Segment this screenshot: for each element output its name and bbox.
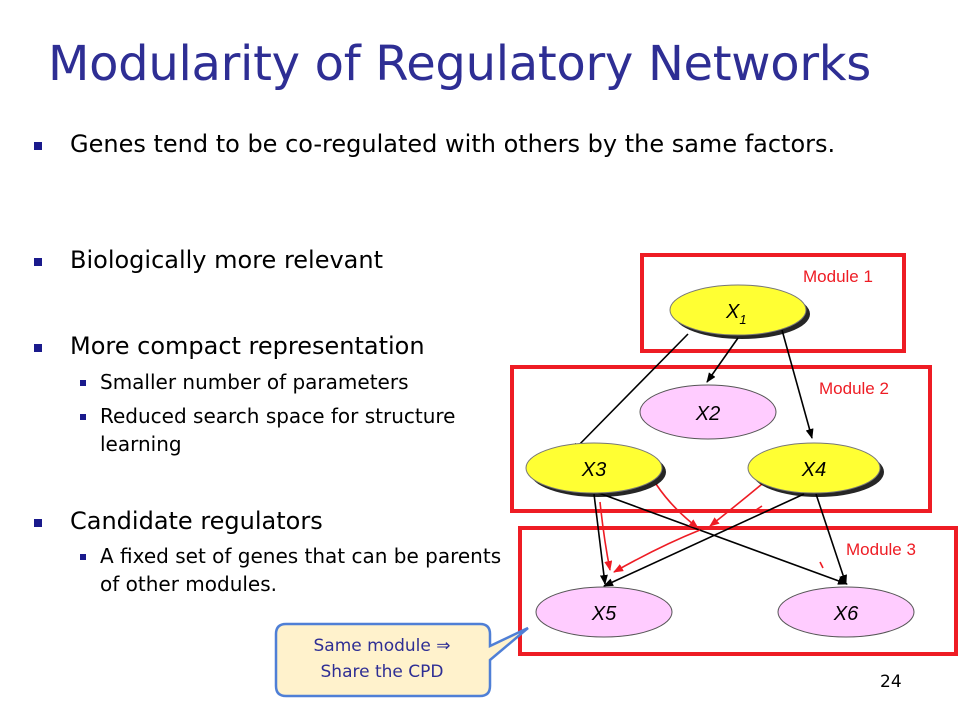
red-tick-1 [755, 505, 763, 511]
bullet-candidate-regulators: Candidate regulators [34, 505, 323, 538]
module-1-box [640, 253, 906, 353]
node-x6-label: X6 [833, 603, 859, 625]
bullet-biologically-relevant: Biologically more relevant [34, 244, 383, 277]
node-x4-label: X4 [801, 459, 826, 481]
node-x3-label: X3 [581, 459, 606, 481]
red-arrow-1 [655, 483, 699, 529]
node-x3 [525, 442, 663, 494]
node-x5-label: X5 [591, 603, 617, 625]
module-2-box [510, 365, 932, 513]
module-2-label: Module 2 [819, 379, 889, 398]
bullet-marker [34, 519, 42, 527]
edge-x1-x4 [781, 329, 814, 439]
bullet-marker [80, 414, 86, 420]
red-tick-2 [819, 561, 824, 569]
regulatory-edges [571, 329, 848, 587]
slide-title: Modularity of Regulatory Networks [48, 36, 871, 92]
node-x1-label: X1 [725, 301, 747, 327]
edge-x4-x6 [815, 493, 847, 585]
edge-x3-x6 [595, 491, 848, 585]
node-x1 [669, 284, 807, 336]
edge-x1-x3 [571, 333, 689, 453]
bullet-marker [80, 380, 86, 386]
bullet-marker [80, 554, 86, 560]
sub-bullet-parameters: Smaller number of parameters [80, 368, 510, 396]
edge-x4-x5 [603, 493, 805, 587]
node-x2-label: X2 [695, 403, 720, 425]
callout-line-1: Same module ⇒ [313, 636, 451, 656]
bullet-marker [34, 258, 42, 266]
red-arrow-4 [613, 529, 701, 573]
callout-text: Same module ⇒ Share the CPD [276, 633, 488, 685]
node-x5 [535, 586, 673, 638]
bullet-marker [34, 142, 42, 150]
edge-x3-x5 [593, 493, 608, 585]
node-x2 [639, 384, 777, 440]
red-arrow-2 [709, 483, 763, 527]
page-number: 24 [880, 672, 902, 692]
node-x4 [747, 442, 881, 494]
callout-box [274, 622, 529, 698]
bullet-co-regulated: Genes tend to be co-regulated with other… [34, 128, 854, 161]
edge-x1-x2 [706, 337, 739, 383]
bullet-marker [34, 344, 42, 352]
sub-bullet-search-space: Reduced search space for structure learn… [80, 402, 460, 458]
red-arrow-3 [599, 501, 613, 571]
sub-bullet-fixed-set: A fixed set of genes that can be parents… [80, 542, 510, 598]
bullet-compact-representation: More compact representation [34, 330, 425, 363]
module-3-box [518, 526, 958, 656]
module-3-label: Module 3 [846, 540, 916, 559]
shared-cpd-arrows [599, 483, 824, 573]
callout-line-2: Share the CPD [320, 662, 444, 682]
node-x6 [777, 586, 915, 638]
module-1-label: Module 1 [803, 267, 873, 286]
